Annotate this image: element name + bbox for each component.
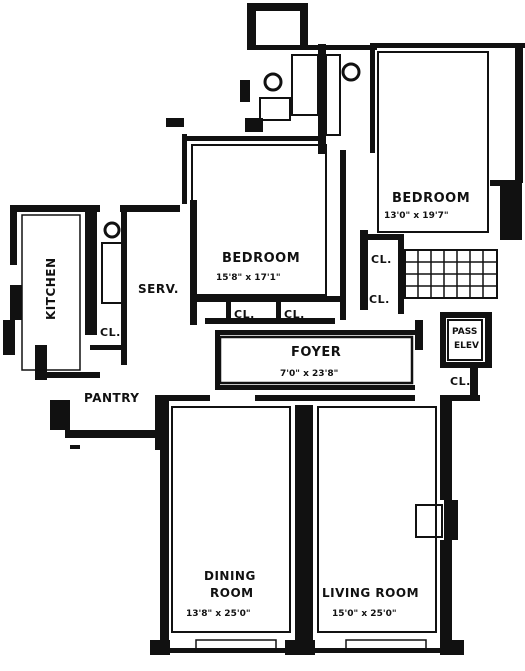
closet-label: CL. xyxy=(284,308,305,321)
room-labels: BEDROOM 13'0" x 19'7" BEDROOM 15'8" x 17… xyxy=(44,191,470,619)
room-outlines xyxy=(21,51,498,653)
foyer-dims: 7'0" x 23'8" xyxy=(280,369,338,379)
closet-labels: CL. CL. CL. CL. CL. CL. xyxy=(100,253,471,388)
dining-label-line1: DINING xyxy=(204,569,256,583)
dining-label-line2: ROOM xyxy=(210,586,254,600)
walls xyxy=(3,3,525,655)
living-label: LIVING ROOM xyxy=(322,586,419,600)
living-dims: 15'0" x 25'0" xyxy=(332,609,397,619)
foyer-label: FOYER xyxy=(291,345,341,360)
closet-label: CL. xyxy=(369,293,390,306)
closet-label: CL. xyxy=(371,253,392,266)
stair-grid xyxy=(405,250,497,298)
elevator-label-line2: ELEV xyxy=(454,341,479,351)
closet-label: CL. xyxy=(234,308,255,321)
bedroom-upper-dims: 13'0" x 19'7" xyxy=(384,211,449,221)
kitchen-label: KITCHEN xyxy=(44,257,58,320)
bedroom-center-label: BEDROOM xyxy=(222,251,300,266)
elevator-label-line1: PASS xyxy=(452,327,477,337)
bath-fixtures xyxy=(101,54,361,304)
serv-label: SERV. xyxy=(138,282,179,296)
closet-label: CL. xyxy=(100,326,121,339)
elevator-label: PASS ELEV xyxy=(452,327,479,351)
closet-label: CL. xyxy=(450,375,471,388)
pantry-label: PANTRY xyxy=(84,391,139,405)
dining-dims: 13'8" x 25'0" xyxy=(186,609,251,619)
bedroom-center-dims: 15'8" x 17'1" xyxy=(216,273,281,283)
bedroom-upper-label: BEDROOM xyxy=(392,191,470,206)
